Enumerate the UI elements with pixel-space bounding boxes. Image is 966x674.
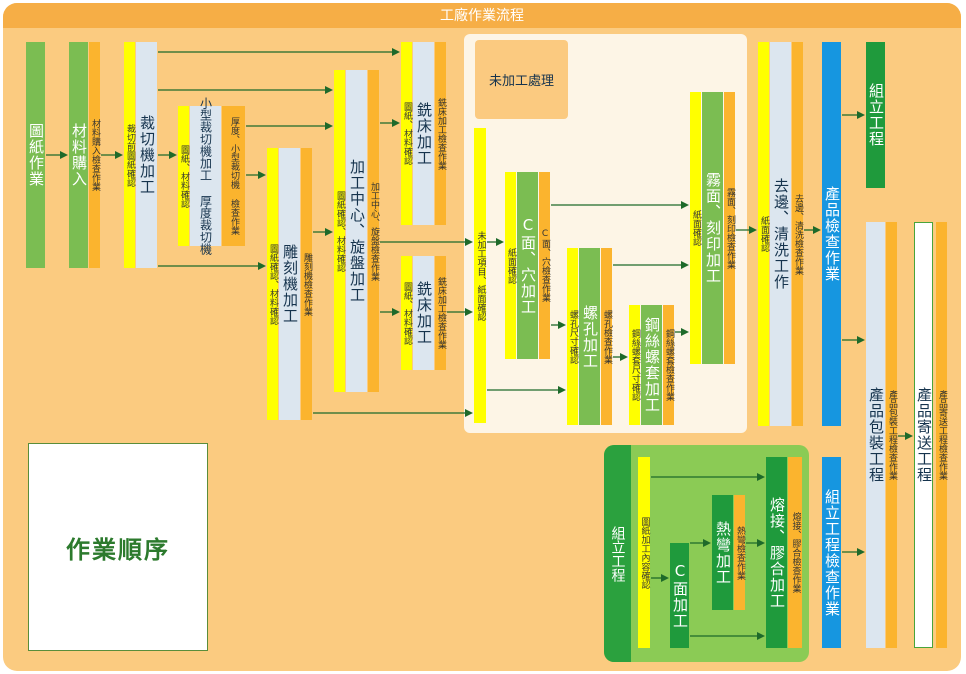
- drawing-material-check-1: 圖紙、材料確認: [178, 106, 189, 246]
- milling-1: 銑床加工: [413, 42, 434, 225]
- engraving-machine: 雕刻機加工: [279, 148, 300, 420]
- page-title: 工廠作業流程: [3, 3, 961, 28]
- assembly-panel-label: 組立工程: [609, 525, 626, 582]
- drawing-work: 圖紙作業: [26, 42, 45, 268]
- paper-check-1: 紙面確認: [505, 172, 516, 359]
- thread-size-check: 螺孔尺寸確認: [567, 248, 578, 425]
- paper-check-3: 紙面確認: [758, 42, 769, 426]
- thickness-cutting-check: 厚度、小型裁切機 檢查作業: [222, 106, 245, 246]
- thread-hole: 螺孔加工: [579, 248, 600, 425]
- drawing-material-check-4: 圖紙、材料確認: [401, 42, 412, 225]
- product-packaging: 產品包裝工程: [866, 222, 885, 648]
- machining-center: 加工中心、旋盤加工: [346, 70, 367, 392]
- machining-center-check: 加工中心、旋盤檢查作業: [368, 70, 379, 392]
- wire-insert: 鋼絲螺套加工: [641, 305, 662, 425]
- hot-bending-check: 熱彎檢查作業: [734, 495, 745, 610]
- material-purchase: 材料購入: [69, 42, 88, 268]
- engraving-check: 雕刻機檢查作業: [301, 148, 312, 420]
- paper-check-2: 紙面確認: [690, 92, 701, 364]
- insert-size-check: 鋼絲螺套尺寸確認: [629, 305, 640, 425]
- product-shipping-check: 產品寄送工程檢查作業: [936, 222, 947, 648]
- welding-gluing: 熔接、膠合加工: [766, 457, 787, 648]
- pre-cut-check: 裁切前圖紙確認: [124, 42, 135, 268]
- product-shipping: 產品寄送工程: [914, 222, 933, 648]
- product-packaging-check: 產品包裝工程檢查作業: [886, 222, 897, 648]
- cutting-machine: 裁切機加工: [136, 42, 157, 268]
- drawing-material-check-2: 圖紙確認、材料確認: [267, 148, 278, 420]
- unprocessed-check: 未加工項目、紙面確認: [474, 128, 486, 423]
- assembly-process: 組立工程: [866, 42, 885, 188]
- welding-gluing-check: 熔接、膠合檢查作業: [788, 457, 802, 648]
- deburr-clean: 去邊、清洗工作: [770, 42, 791, 426]
- hot-bending: 熱彎加工: [712, 495, 733, 610]
- unprocessed-label: 未加工處理: [475, 40, 568, 119]
- deburr-clean-check: 去邊、清洗檢查作業: [792, 42, 803, 426]
- wire-insert-check: 鋼絲螺套檢查作業: [663, 305, 674, 425]
- product-inspection: 產品檢查作業: [822, 42, 841, 426]
- c-face-hole-check: C面、穴檢查作業: [539, 172, 550, 359]
- material-purchase-check: 材料購入檢查作業: [89, 42, 100, 268]
- milling-check-2: 銑床加工檢查作業: [435, 256, 446, 370]
- assembly-inspection: 組立工程檢查作業: [822, 457, 841, 648]
- legend-box: 作業順序: [28, 443, 208, 651]
- milling-2: 銑床加工: [413, 256, 434, 370]
- thread-hole-check: 螺孔檢查作業: [601, 248, 612, 425]
- thickness-cutting: 小型裁切機加工 厚度裁切機: [190, 97, 221, 255]
- assembly-c-face: C面加工: [670, 543, 689, 648]
- legend-label: 作業順序: [66, 535, 170, 564]
- drawing-material-check-3: 圖紙確認、材料確認: [334, 70, 345, 392]
- c-face-hole: C面、穴加工: [517, 172, 538, 359]
- drawing-material-check-5: 圖紙、材料確認: [401, 256, 412, 370]
- assembly-panel-strip: [604, 445, 631, 662]
- assembly-content-check: 圖紙加工內容確認: [638, 457, 650, 648]
- matte-engraving-check: 霧面、刻印檢查作業: [724, 92, 735, 364]
- milling-check-1: 銑床加工檢查作業: [435, 42, 446, 225]
- matte-engraving: 霧面、刻印加工: [702, 92, 723, 364]
